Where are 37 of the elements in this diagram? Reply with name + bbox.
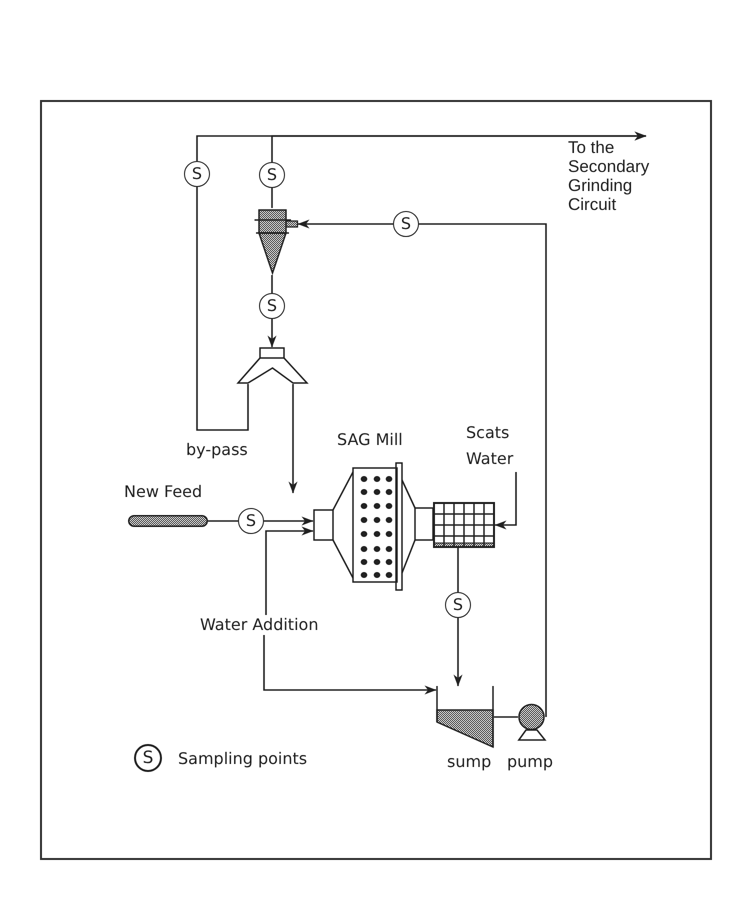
sampling-point-symbol: S bbox=[184, 161, 210, 187]
flow-arrow bbox=[268, 319, 276, 348]
legend-label: Sampling points bbox=[178, 749, 308, 769]
equipment-caption: sump bbox=[447, 752, 492, 772]
edge-label: by-pass bbox=[184, 440, 250, 460]
trommel-screen-drawing bbox=[433, 502, 495, 548]
stream-label: Scats Water bbox=[466, 420, 520, 472]
flow-line bbox=[271, 188, 273, 208]
destination-label: To the Secondary Grinding Circuit bbox=[568, 138, 654, 214]
flow-arrow bbox=[494, 472, 517, 530]
flow-line bbox=[419, 223, 547, 717]
flow-arrow bbox=[288, 384, 298, 494]
flow-arrow bbox=[265, 526, 314, 615]
pump-drawing bbox=[518, 703, 546, 741]
hydrocyclone-drawing bbox=[254, 208, 298, 275]
flow-line bbox=[457, 548, 459, 592]
sampling-point-symbol: S bbox=[259, 293, 285, 319]
equipment-label: New Feed bbox=[124, 482, 202, 502]
flow-line bbox=[208, 520, 238, 522]
sump-tank-drawing bbox=[436, 686, 494, 748]
equipment-label: SAG Mill bbox=[337, 430, 403, 450]
stream-label: Water Addition bbox=[200, 615, 318, 635]
flow-arrow bbox=[196, 132, 646, 161]
flow-arrow bbox=[263, 635, 436, 694]
flow-arrow bbox=[264, 516, 314, 526]
flow-line bbox=[271, 275, 273, 293]
sampling-point-symbol: S bbox=[238, 508, 264, 534]
splitter-box-drawing bbox=[236, 347, 309, 384]
sampling-point-symbol: S bbox=[134, 744, 162, 772]
sampling-point-symbol: S bbox=[393, 211, 419, 237]
flow-arrow bbox=[454, 618, 462, 686]
flow-line bbox=[196, 187, 249, 431]
flow-arrow bbox=[298, 220, 393, 228]
flow-line bbox=[494, 716, 518, 718]
sampling-point-symbol: S bbox=[259, 162, 285, 188]
sampling-point-symbol: S bbox=[445, 592, 471, 618]
equipment-caption: pump bbox=[507, 752, 554, 772]
